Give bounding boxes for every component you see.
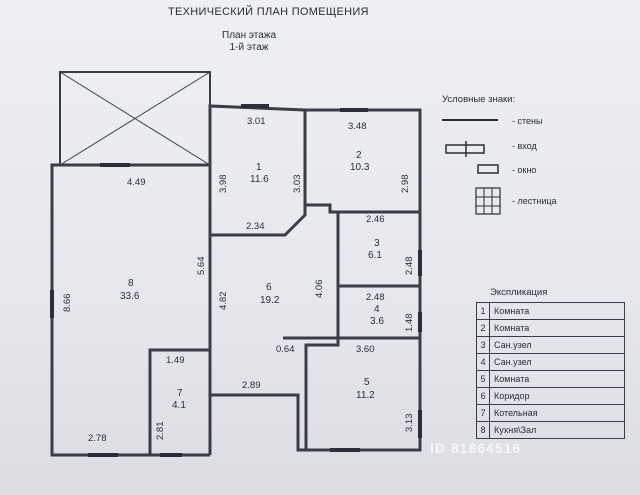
room-6-number: 6 [266, 282, 272, 293]
dim-398: 3.98 [218, 175, 229, 194]
floor-number-label: 1-й этаж [229, 42, 269, 53]
dim-278: 2.78 [88, 433, 107, 444]
window-10 [160, 453, 182, 457]
room-3-number: 3 [374, 238, 380, 249]
room1-wall [210, 110, 307, 237]
floor-plan-label: План этажа [222, 30, 277, 41]
outer-wall-north [65, 104, 422, 212]
watermark-id: ID 81864516 [430, 440, 522, 456]
room-4-number: 4 [374, 304, 380, 315]
room-3-area: 6.1 [368, 250, 382, 261]
window-7 [418, 410, 422, 438]
room-7-area: 4.1 [172, 400, 186, 411]
window-5 [418, 250, 422, 276]
legend-stairs-icon [475, 187, 501, 215]
window-8 [88, 453, 118, 457]
window-3 [100, 163, 130, 167]
room-1-area: 11.6 [250, 174, 269, 185]
dim-281: 2.81 [155, 422, 166, 441]
room-5-area: 11.2 [356, 390, 375, 401]
dim-866: 8.66 [62, 294, 73, 313]
window-4 [50, 290, 54, 318]
floor-subtitle: План этажа 1-й этаж [222, 30, 276, 54]
dim-234: 2.34 [246, 221, 265, 232]
legend-title: Условные знаки: [442, 94, 516, 105]
legend-stairs-label: - лестница [512, 196, 557, 206]
room-8-area: 33.6 [120, 291, 140, 302]
legend-entrance-icon [445, 144, 485, 154]
room-2-area: 10.3 [350, 162, 370, 173]
dim-348: 3.48 [348, 121, 367, 132]
dim-289: 2.89 [242, 380, 261, 391]
legend-entrance-label: - вход [512, 141, 537, 151]
dim-148: 1.48 [404, 314, 415, 333]
windows [50, 104, 422, 457]
dim-064: 0.64 [276, 344, 295, 355]
dim-298: 2.98 [400, 175, 411, 194]
legend-window-icon [477, 164, 499, 174]
plan-labels: 3.01 3.48 4.49 1 11.6 2 10.3 3.98 3.03 2… [62, 116, 415, 444]
dim-246: 2.46 [366, 214, 385, 225]
dim-248a: 2.48 [404, 257, 415, 276]
room-7-number: 7 [177, 388, 183, 399]
room2-wall [305, 203, 420, 214]
room7-wall [148, 348, 212, 455]
walls [50, 71, 422, 457]
outer-wall-south [208, 212, 422, 455]
dim-406: 4.06 [314, 280, 325, 299]
legend-window-label: - окно [512, 165, 537, 175]
legend-symbols [442, 119, 501, 215]
outer-wall-west [50, 163, 210, 457]
document-title: ТЕХНИЧЕСКИЙ ПЛАН ПОМЕЩЕНИЯ [168, 6, 369, 18]
legend-walls-label: - стены [512, 116, 543, 126]
dim-449: 4.49 [127, 177, 146, 188]
room-1-number: 1 [256, 162, 262, 173]
dim-248b: 2.48 [366, 292, 385, 303]
dim-564: 5.64 [196, 257, 207, 276]
window-2 [340, 108, 368, 112]
room-4-area: 3.6 [370, 316, 384, 327]
dim-301: 3.01 [247, 116, 266, 127]
stair-cross-2 [59, 71, 211, 166]
room-5-number: 5 [364, 377, 370, 388]
window-1 [241, 104, 269, 108]
room-2-number: 2 [356, 150, 362, 161]
dim-303: 3.03 [292, 175, 303, 194]
room-6-area: 19.2 [260, 295, 280, 306]
stair-void [59, 71, 211, 166]
dim-149: 1.49 [166, 355, 185, 366]
dim-360: 3.60 [356, 344, 375, 355]
dim-482: 4.82 [218, 292, 229, 311]
room5-wall [283, 336, 340, 450]
explication-title: Экспликация [490, 287, 548, 298]
room-8-number: 8 [128, 278, 134, 289]
dim-313: 3.13 [404, 414, 415, 433]
window-9 [330, 448, 360, 452]
window-6 [418, 312, 422, 332]
